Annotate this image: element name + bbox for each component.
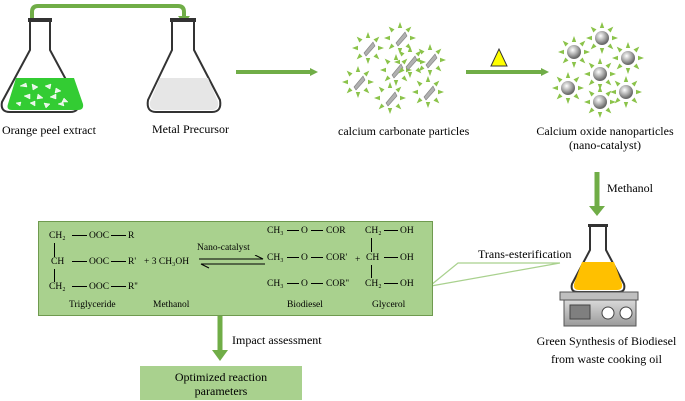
bd-cor-1: COR: [326, 226, 346, 236]
green-synthesis-line1: Green Synthesis of Biodiesel: [536, 334, 677, 348]
tg-ooc-1: OOC: [89, 231, 110, 241]
bond: [72, 226, 87, 236]
equilibrium-arrow-icon: [199, 255, 265, 269]
caco3-label: calcium carbonate particles: [338, 124, 470, 138]
glycerol-name: Glycerol: [372, 300, 406, 310]
cao-label-line1: Calcium oxide nanoparticles: [536, 124, 674, 138]
bond: [287, 248, 299, 258]
caco3-particles-icon: [342, 22, 446, 114]
biodiesel-flask-icon: [570, 224, 626, 293]
optimized-parameters-box: Optimized reaction parameters: [140, 366, 302, 400]
bond: [111, 226, 126, 236]
bond: [72, 252, 87, 262]
bd-o-2: O: [301, 253, 308, 263]
impact-assessment-label: Impact assessment: [232, 333, 322, 347]
gl-oh-3: OH: [400, 279, 414, 289]
orange-peel-flask-icon: [0, 18, 84, 113]
tg-r-1: R: [128, 231, 135, 241]
bd-ch3-3: CH₃: [267, 279, 284, 289]
plus-sign: +: [355, 255, 361, 265]
tg-ooc-3: OOC: [89, 282, 110, 292]
metal-precursor-label: Metal Precursor: [152, 122, 229, 136]
bd-ch3-1: CH₃: [267, 226, 284, 236]
bd-cor-3: COR'': [326, 279, 349, 289]
bond: [111, 277, 126, 287]
transesterification-reaction-box: CH₂ OOC R CH OOC R' CH₂ OOC R'' + 3 CH₃O…: [38, 221, 433, 316]
gl-ch2-3: CH₂: [365, 279, 382, 289]
gl-ch-2: CH: [366, 253, 380, 263]
gl-oh-2: OH: [400, 253, 414, 263]
cao-label-line2: (nano-catalyst): [569, 138, 641, 152]
hotplate-icon: [559, 291, 639, 327]
tg-ooc-2: OOC: [89, 257, 110, 267]
catalyst-label: Nano-catalyst: [197, 243, 250, 253]
methanol-reactant: + 3 CH₃OH: [144, 257, 190, 267]
bond: [54, 269, 55, 282]
cao-nanoparticles-icon: [552, 22, 644, 118]
orange-peel-label: Orange peel extract: [2, 123, 96, 137]
green-synthesis-line2: from waste cooking oil: [551, 352, 662, 366]
bd-cor-2: COR': [326, 253, 348, 263]
connector-lines: [430, 262, 561, 287]
metal-precursor-flask-icon: [146, 18, 222, 113]
biodiesel-name: Biodiesel: [287, 300, 323, 310]
bond: [384, 248, 398, 258]
tg-ch2-bottom: CH₂: [49, 282, 66, 292]
tg-r-3: R'': [128, 282, 138, 292]
bd-ch3-2: CH₃: [267, 253, 284, 263]
bond: [287, 221, 299, 231]
bond: [287, 274, 299, 284]
bd-o-1: O: [301, 226, 308, 236]
gl-ch2-1: CH₂: [365, 226, 382, 236]
bond: [54, 243, 55, 257]
bond: [311, 248, 323, 258]
bond: [311, 274, 323, 284]
bond: [111, 252, 126, 262]
bond: [384, 221, 398, 231]
heat-triangle-icon: [490, 47, 508, 67]
triglyceride-name: Triglyceride: [69, 300, 116, 310]
bond: [371, 265, 372, 278]
bond: [384, 274, 398, 284]
bd-o-3: O: [301, 279, 308, 289]
methanol-name: Methanol: [153, 300, 190, 310]
tg-ch2-top: CH₂: [49, 231, 66, 241]
methanol-arrow-label: Methanol: [607, 181, 653, 195]
bond: [311, 221, 323, 231]
gl-oh-1: OH: [400, 226, 414, 236]
tg-r-2: R': [128, 257, 137, 267]
transfer-arrow: [30, 3, 186, 28]
optimized-line1: Optimized reaction: [174, 370, 268, 384]
tg-ch-middle: CH: [51, 257, 65, 267]
trans-esterification-label: Trans-esterification: [478, 247, 572, 261]
bond: [371, 238, 372, 252]
optimized-line2: parameters: [194, 384, 248, 398]
bond: [72, 277, 87, 287]
